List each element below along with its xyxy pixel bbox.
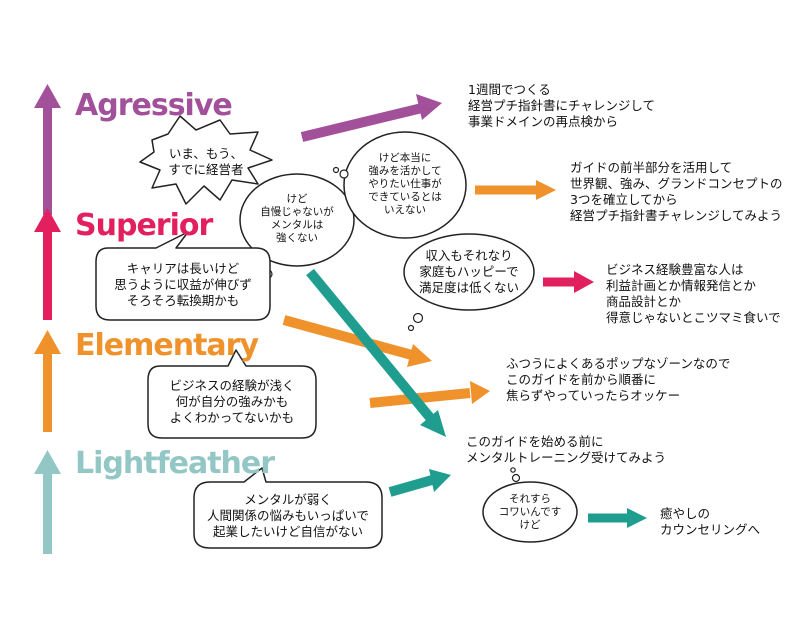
level-label-agressive: Agressive bbox=[75, 88, 233, 123]
flow-arrow-counseling bbox=[588, 508, 647, 528]
bubble-outline-weak-mental bbox=[193, 467, 383, 549]
bubble-beginner: ビジネスの経験が浅く 何が自分の強みかも よくわかってないかも bbox=[169, 378, 295, 425]
bubble-long-career: キャリアは長いけど 思うように収益が伸びず そろそろ転換期かも bbox=[114, 261, 252, 308]
level-label-elementary: Elementary bbox=[75, 328, 259, 363]
level-arrow-elementary bbox=[34, 330, 61, 432]
result-mental-training: このガイドを始める前に メンタルトレーニング受けてみよう bbox=[466, 434, 667, 465]
flow-arrow-teal-diagonal bbox=[306, 268, 446, 437]
level-arrow-agressive bbox=[34, 84, 61, 215]
bubble-outline-long-career bbox=[95, 231, 271, 321]
bubble-not-confident: けど 自慢じゃないが メンタルは 強くない bbox=[260, 193, 334, 244]
bubble-outline-beginner bbox=[147, 349, 317, 439]
bubble-income-ok: 収入もそれなり 家庭もハッピーで 満足度は低くない bbox=[418, 248, 519, 295]
result-one-week: 1週間でつくる 経営プチ指針書にチャレンジして 事業ドメインの再点検から bbox=[468, 82, 656, 129]
result-pick-parts: ビジネス経験豊富な人は 利益計画とか情報発信とか 商品設計とか 得意じゃないとこ… bbox=[606, 262, 781, 325]
flow-arrow-lightfeather bbox=[388, 469, 451, 497]
result-counseling: 癒やしの カウンセリングへ bbox=[660, 506, 761, 537]
result-first-half: ガイドの前半部分を活用して 世界観、強み、グランドコンセプトの 3つを確立してか… bbox=[570, 160, 783, 223]
flow-arrow-superior bbox=[475, 180, 556, 200]
flow-arrow-to-in-order bbox=[282, 315, 432, 367]
bubble-outline-already-ceo bbox=[139, 115, 273, 205]
flow-arrow-agressive bbox=[300, 94, 442, 142]
level-arrow-superior bbox=[34, 208, 61, 320]
bubble-outline-scared bbox=[482, 467, 578, 543]
level-arrow-lightfeather bbox=[34, 450, 61, 554]
bubble-scared: それすら コワいんです けど bbox=[498, 493, 562, 531]
result-in-order: ふつうによくあるポップなゾーンなので このガイドを前から順番に 焦らずやっていっ… bbox=[506, 356, 731, 403]
bubble-weak-mental: メンタルが弱く 人間関係の悩みもいっぱいで 起業したいけど自信がない bbox=[207, 492, 369, 539]
bubble-not-sure-strength: けど本当に 強みを活かして やりたい仕事が できているとは いえない bbox=[368, 152, 442, 216]
bubble-already-ceo: いま、もう、 すでに経営者 bbox=[168, 146, 244, 177]
bubble-outline-not-sure-strength bbox=[332, 131, 467, 239]
level-label-superior: Superior bbox=[75, 208, 213, 243]
flow-arrow-pick-parts bbox=[543, 271, 594, 293]
level-label-lightfeather: Lightfeather bbox=[75, 446, 275, 481]
flow-arrow-elementary bbox=[369, 381, 490, 408]
bubble-outline-income-ok bbox=[403, 233, 535, 332]
